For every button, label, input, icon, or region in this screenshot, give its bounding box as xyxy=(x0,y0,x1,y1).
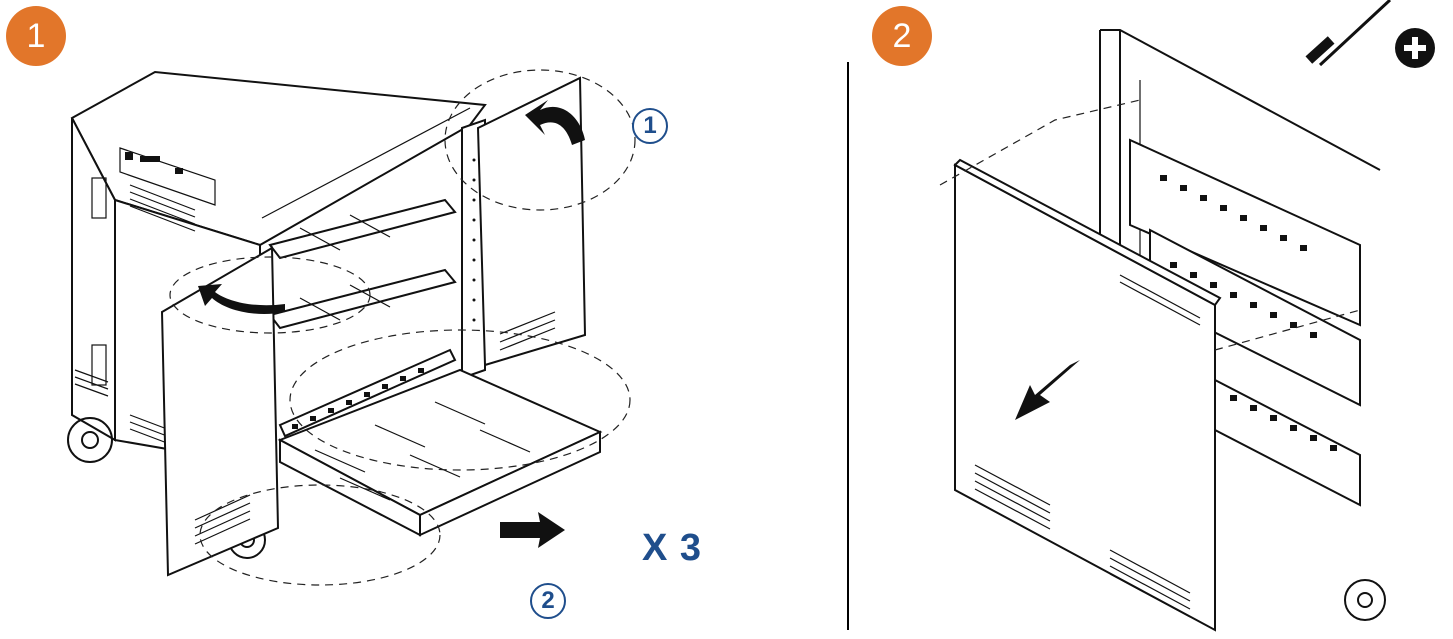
shelf-top xyxy=(268,198,457,260)
step-1-cart-illustration xyxy=(67,69,636,586)
callout-1-label: 1 xyxy=(643,112,657,139)
step-2-badge: 2 xyxy=(872,6,932,66)
rotate-arrow-left-door-icon xyxy=(198,284,285,315)
right-door-open xyxy=(476,76,587,367)
screwdriver-icon xyxy=(1305,0,1392,67)
shelf-middle xyxy=(268,268,457,330)
outlet-shelf-1 xyxy=(1129,138,1361,327)
pulled-out-tray xyxy=(277,368,603,517)
left-door-open xyxy=(160,246,280,577)
pull-arrow-tray-icon xyxy=(500,512,565,548)
remove-arrow-icon xyxy=(1015,360,1080,420)
step-1-number: 1 xyxy=(26,16,46,55)
rotate-arrow-1-icon xyxy=(525,100,585,145)
callout-2: 2 xyxy=(530,583,566,619)
step-2-panel-removal-illustration xyxy=(939,0,1435,632)
plus-circle-icon xyxy=(1395,28,1435,68)
step-divider xyxy=(847,62,849,630)
step-2-number: 2 xyxy=(892,16,912,55)
step-1-badge: 1 xyxy=(6,6,66,66)
quantity-label: X 3 xyxy=(642,527,703,569)
callout-1: 1 xyxy=(632,108,668,144)
callout-2-label: 2 xyxy=(541,587,555,614)
